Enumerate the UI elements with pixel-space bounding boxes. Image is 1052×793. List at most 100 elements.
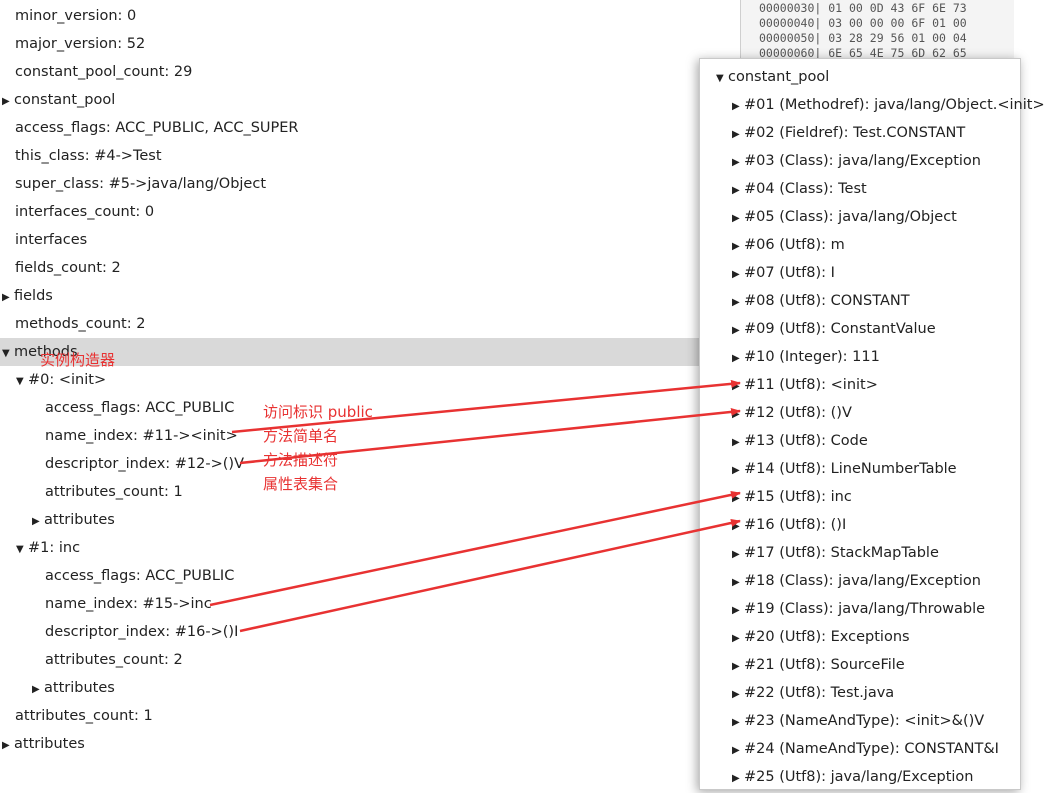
collapsed-arrow-icon[interactable]: ▶: [732, 353, 740, 364]
constant-pool-item[interactable]: ▶#02 (Fieldref): Test.CONSTANT: [700, 119, 1052, 147]
collapsed-arrow-icon[interactable]: ▶: [732, 409, 740, 420]
constant-pool-item[interactable]: ▶#06 (Utf8): m: [700, 231, 1052, 259]
constant-pool-item[interactable]: ▶#20 (Utf8): Exceptions: [700, 623, 1052, 651]
tree-item-method-1-name-index[interactable]: name_index: #15->inc: [45, 590, 212, 618]
collapsed-arrow-icon[interactable]: ▶: [32, 684, 40, 695]
collapsed-arrow-icon[interactable]: ▶: [732, 325, 740, 336]
tree-item-constant-pool[interactable]: ▶constant_pool: [2, 86, 115, 114]
tree-item-label: access_flags: ACC_PUBLIC: [45, 400, 235, 416]
annotation-attribute-table: 属性表集合: [263, 475, 339, 493]
tree-item-attributes-count[interactable]: attributes_count: 1: [15, 702, 153, 730]
constant-pool-item-label: #13 (Utf8): Code: [744, 433, 868, 449]
constant-pool-item[interactable]: ▶ #13 (Utf8): Code: [700, 427, 1052, 455]
constant-pool-item[interactable]: ▶ #01 (Methodref): java/lang/Object.<init…: [700, 91, 1052, 119]
constant-pool-item-label: #17 (Utf8): StackMapTable: [744, 545, 939, 561]
tree-item-this-class[interactable]: this_class: #4->Test: [15, 142, 162, 170]
tree-item-attributes[interactable]: ▶attributes: [2, 730, 85, 758]
expanded-arrow-icon[interactable]: ▼: [2, 348, 10, 359]
tree-item-method-0-descriptor-index[interactable]: descriptor_index: #12->()V: [45, 450, 244, 478]
hex-line: 00000060| 6E 65 4E 75 6D 62 65: [759, 46, 967, 60]
collapsed-arrow-icon[interactable]: ▶: [732, 101, 740, 112]
tree-item-methods-count[interactable]: methods_count: 2: [15, 310, 145, 338]
constant-pool-item[interactable]: ▶#07 (Utf8): I: [700, 259, 1052, 287]
tree-item-method-1[interactable]: ▼#1: inc: [16, 534, 80, 562]
collapsed-arrow-icon[interactable]: ▶: [732, 213, 740, 224]
collapsed-arrow-icon[interactable]: ▶: [732, 633, 740, 644]
constant-pool-item[interactable]: ▶ #17 (Utf8): StackMapTable: [700, 539, 1052, 567]
tree-item-interfaces-count[interactable]: interfaces_count: 0: [15, 198, 154, 226]
tree-item-fields[interactable]: ▶fields: [2, 282, 53, 310]
expanded-arrow-icon[interactable]: ▼: [16, 376, 24, 387]
tree-item-method-1-descriptor-index[interactable]: descriptor_index: #16->()I: [45, 618, 238, 646]
tree-item-major-version[interactable]: major_version: 52: [15, 30, 145, 58]
collapsed-arrow-icon[interactable]: ▶: [732, 773, 740, 784]
constant-pool-item[interactable]: ▶#24 (NameAndType): CONSTANT&I: [700, 735, 1052, 763]
tree-item-method-1-access-flags[interactable]: access_flags: ACC_PUBLIC: [45, 562, 234, 590]
tree-item-fields-count[interactable]: fields_count: 2: [15, 254, 121, 282]
constant-pool-item[interactable]: ▶#19 (Class): java/lang/Throwable: [700, 595, 1052, 623]
tree-item-method-1-attributes[interactable]: ▶attributes: [32, 674, 115, 702]
constant-pool-item[interactable]: ▶#21 (Utf8): SourceFile: [700, 651, 1052, 679]
constant-pool-item[interactable]: ▶#08 (Utf8): CONSTANT: [700, 287, 1052, 315]
collapsed-arrow-icon[interactable]: ▶: [732, 689, 740, 700]
collapsed-arrow-icon[interactable]: ▶: [732, 493, 740, 504]
collapsed-arrow-icon[interactable]: ▶: [732, 241, 740, 252]
constant-pool-item-label: #18 (Class): java/lang/Exception: [744, 573, 981, 589]
tree-item-minor-version[interactable]: minor_version: 0: [15, 2, 136, 30]
collapsed-arrow-icon[interactable]: ▶: [732, 437, 740, 448]
constant-pool-item[interactable]: ▶#23 (NameAndType): <init>&()V: [700, 707, 1052, 735]
collapsed-arrow-icon[interactable]: ▶: [732, 269, 740, 280]
expanded-arrow-icon[interactable]: ▼: [16, 544, 24, 555]
constant-pool-item[interactable]: ▶#03 (Class): java/lang/Exception: [700, 147, 1052, 175]
constant-pool-item-label: #05 (Class): java/lang/Object: [744, 209, 957, 225]
tree-item-label: name_index: #15->inc: [45, 596, 212, 612]
collapsed-arrow-icon[interactable]: ▶: [732, 661, 740, 672]
expanded-arrow-icon[interactable]: ▼: [716, 73, 724, 84]
constant-pool-item-label: #16 (Utf8): ()I: [744, 517, 847, 533]
constant-pool-item[interactable]: ▶ #18 (Class): java/lang/Exception: [700, 567, 1052, 595]
collapsed-arrow-icon[interactable]: ▶: [32, 516, 40, 527]
constant-pool-item[interactable]: ▶#09 (Utf8): ConstantValue: [700, 315, 1052, 343]
collapsed-arrow-icon[interactable]: ▶: [732, 717, 740, 728]
tree-item-super-class[interactable]: super_class: #5->java/lang/Object: [15, 170, 266, 198]
tree-item-method-0-name-index[interactable]: name_index: #11-><init>: [45, 422, 238, 450]
constant-pool-item[interactable]: ▶#11 (Utf8): <init>: [700, 371, 1052, 399]
collapsed-arrow-icon[interactable]: ▶: [732, 465, 740, 476]
constant-pool-item-label: #01 (Methodref): java/lang/Object.<init>: [744, 97, 1045, 113]
constant-pool-item[interactable]: ▶#12 (Utf8): ()V: [700, 399, 1052, 427]
tree-item-method-0-attributes[interactable]: ▶attributes: [32, 506, 115, 534]
tree-item-method-0-access-flags[interactable]: access_flags: ACC_PUBLIC: [45, 394, 234, 422]
constant-pool-item[interactable]: ▶#04 (Class): Test: [700, 175, 1052, 203]
tree-item-methods[interactable]: ▼methods: [0, 338, 700, 366]
collapsed-arrow-icon[interactable]: ▶: [732, 549, 740, 560]
constant-pool-item[interactable]: ▶ #16 (Utf8): ()I: [700, 511, 1052, 539]
tree-item-method-1-attributes-count[interactable]: attributes_count: 2: [45, 646, 183, 674]
collapsed-arrow-icon[interactable]: ▶: [732, 297, 740, 308]
collapsed-arrow-icon[interactable]: ▶: [732, 577, 740, 588]
constant-pool-item[interactable]: ▶#22 (Utf8): Test.java: [700, 679, 1052, 707]
tree-item-access-flags[interactable]: access_flags: ACC_PUBLIC, ACC_SUPER: [15, 114, 299, 142]
collapsed-arrow-icon[interactable]: ▶: [732, 185, 740, 196]
constant-pool-item[interactable]: ▶#10 (Integer): 111: [700, 343, 1052, 371]
constant-pool-item[interactable]: ▶ #05 (Class): java/lang/Object: [700, 203, 1052, 231]
constant-pool-item[interactable]: ▶#25 (Utf8): java/lang/Exception: [700, 763, 1052, 791]
constant-pool-item[interactable]: ▶#14 (Utf8): LineNumberTable: [700, 455, 1052, 483]
tree-item-constant-pool-count[interactable]: constant_pool_count: 29: [15, 58, 192, 86]
tree-item-method-0[interactable]: ▼#0: <init>: [16, 366, 106, 394]
collapsed-arrow-icon[interactable]: ▶: [2, 292, 10, 303]
tree-item-label: fields_count: 2: [15, 260, 121, 276]
collapsed-arrow-icon[interactable]: ▶: [732, 381, 740, 392]
constant-pool-item[interactable]: ▶#15 (Utf8): inc: [700, 483, 1052, 511]
collapsed-arrow-icon[interactable]: ▶: [732, 521, 740, 532]
collapsed-arrow-icon[interactable]: ▶: [732, 605, 740, 616]
constant-pool-header[interactable]: ▼constant_pool: [700, 63, 1036, 91]
collapsed-arrow-icon[interactable]: ▶: [2, 96, 10, 107]
tree-item-interfaces[interactable]: interfaces: [15, 226, 87, 254]
tree-item-label: access_flags: ACC_PUBLIC: [45, 568, 235, 584]
collapsed-arrow-icon[interactable]: ▶: [732, 745, 740, 756]
collapsed-arrow-icon[interactable]: ▶: [732, 129, 740, 140]
collapsed-arrow-icon[interactable]: ▶: [2, 740, 10, 751]
tree-item-method-0-attributes-count[interactable]: attributes_count: 1: [45, 478, 183, 506]
tree-item-label: methods_count: 2: [15, 316, 146, 332]
collapsed-arrow-icon[interactable]: ▶: [732, 157, 740, 168]
